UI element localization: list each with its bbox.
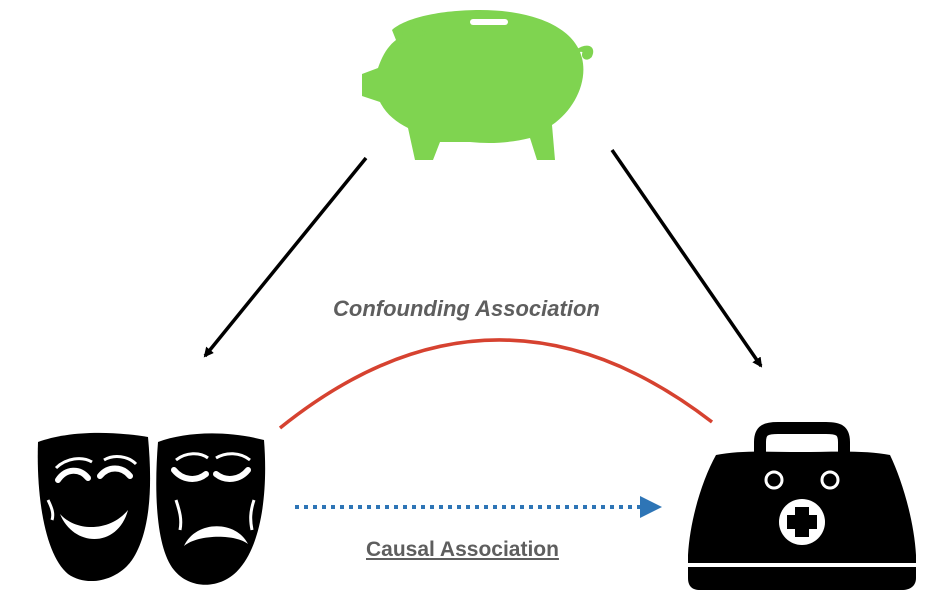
arrow-confounder-to-exposure [203, 156, 368, 358]
causal-arrowhead [640, 496, 662, 518]
medical-bag-icon [688, 422, 916, 590]
causal-association-label: Causal Association [366, 538, 559, 561]
arrow-confounder-to-outcome [610, 149, 763, 368]
confounding-curve [278, 338, 714, 430]
confounding-association-label: Confounding Association [333, 296, 600, 321]
theater-masks-icon [37, 432, 266, 585]
piggy-bank-icon [362, 10, 594, 160]
